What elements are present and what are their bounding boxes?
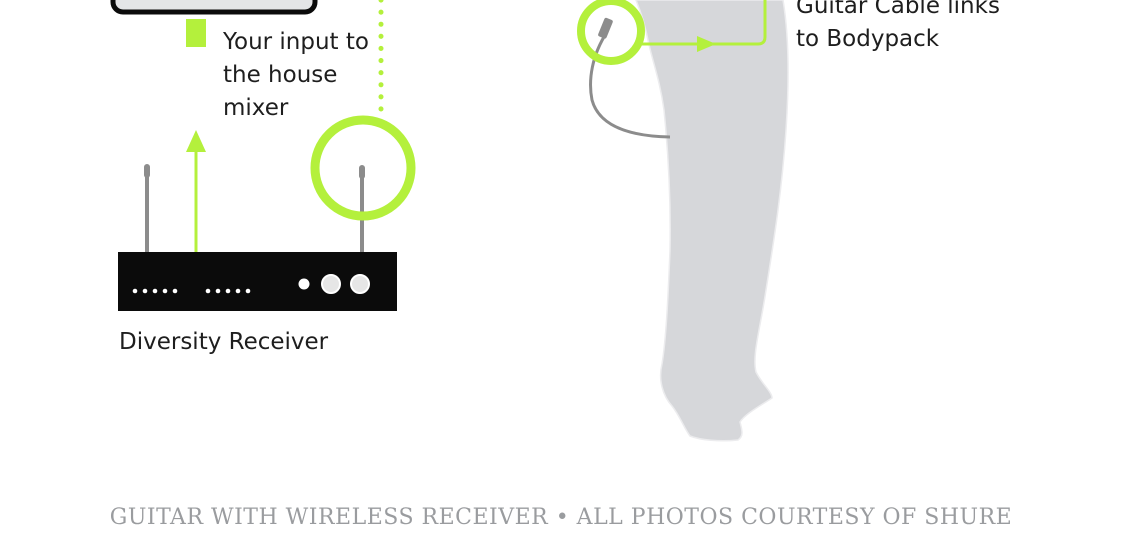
guitar-cable-label: Guitar Cable links to Bodypack bbox=[796, 0, 1000, 52]
highlight-ring-icon bbox=[310, 115, 416, 221]
photo-caption: GUITAR WITH WIRELESS RECEIVER • ALL PHOT… bbox=[109, 505, 1013, 530]
antenna-icon bbox=[359, 165, 365, 253]
diversity-receiver-icon bbox=[118, 252, 397, 311]
guitar-jack-plug bbox=[598, 17, 613, 39]
mixer-box-icon bbox=[110, 0, 318, 15]
cable-callout-line bbox=[640, 0, 767, 52]
person-silhouette-icon bbox=[635, 0, 789, 442]
mixer-input-connector bbox=[186, 19, 206, 47]
arrow-up-icon bbox=[186, 130, 206, 152]
input-signal-line bbox=[186, 19, 206, 252]
input-to-mixer-label: Your input to the house mixer bbox=[223, 29, 369, 121]
arrow-right-icon bbox=[697, 36, 716, 52]
diversity-receiver-label: Diversity Receiver bbox=[119, 329, 329, 355]
antenna-icon bbox=[144, 164, 150, 253]
highlight-ring-icon bbox=[577, 0, 645, 65]
